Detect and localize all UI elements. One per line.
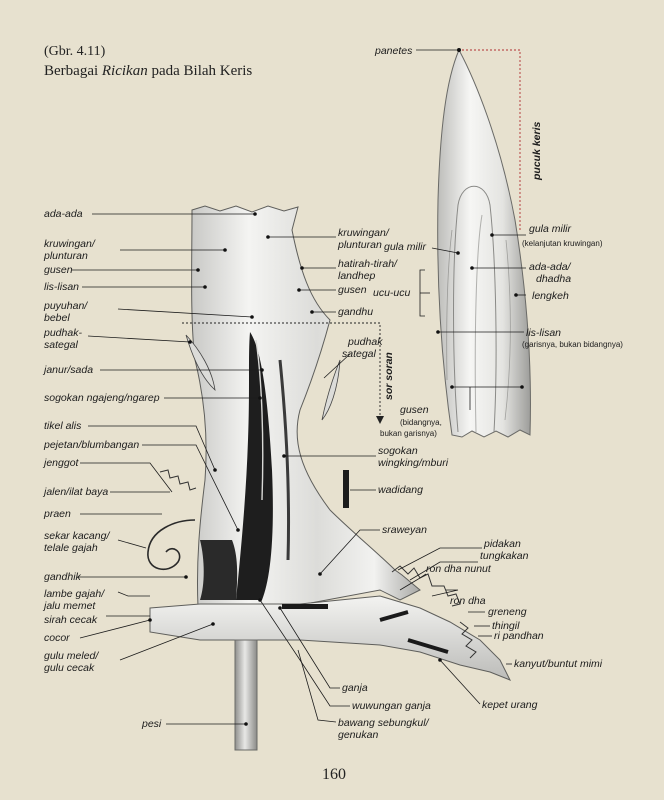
label-gulu-2: gulu cecak: [44, 662, 95, 674]
label-lis-lisan-right: lis-lisan: [526, 327, 561, 339]
label-sogokan-wingking-1: sogokan: [378, 445, 418, 457]
label-lis-lisan-left: lis-lisan: [44, 281, 79, 293]
label-sekar-1: sekar kacang/: [44, 530, 110, 542]
label-tungkakan: tungkakan: [480, 550, 529, 562]
labels: panetes pucuk keris gula milir (kelanjut…: [42, 45, 623, 741]
label-wuwungan: wuwungan ganja: [352, 700, 431, 712]
label-kruwingan-left-1: kruwingan/: [44, 238, 96, 250]
label-ron-dha-nunut: ron dha nunut: [426, 563, 492, 575]
label-gusen-mid: gusen: [338, 284, 367, 296]
tip-leader-lines: [416, 49, 526, 410]
label-janur: janur/sada: [42, 364, 93, 376]
label-ada-ada-dhadha: ada-ada/: [529, 261, 572, 273]
label-greneng: greneng: [488, 606, 527, 618]
label-pudhak-mid-1: pudhak: [347, 336, 383, 348]
label-sirah-cecak: sirah cecak: [44, 614, 98, 626]
title-italic: Ricikan: [101, 63, 148, 79]
page-number: 160: [322, 766, 346, 783]
ganja: [149, 595, 512, 681]
label-pudhak-1: pudhak-: [43, 327, 82, 339]
label-sekar-2: telale gajah: [44, 542, 98, 554]
label-sor-soran: sor soran: [383, 352, 395, 400]
label-jenggot: jenggot: [42, 457, 80, 469]
label-sogokan-wingking-2: wingking/mburi: [378, 457, 449, 469]
label-pudhak-mid-2: sategal: [342, 348, 377, 360]
label-gusen-right: gusen: [400, 404, 429, 416]
label-gusen-note-2: bukan garisnya): [380, 429, 437, 438]
label-jalen: jalen/ilat baya: [42, 486, 108, 498]
label-cocor: cocor: [44, 632, 70, 644]
title-part-2: pada Bilah Keris: [147, 63, 253, 79]
label-gusen-left: gusen: [44, 264, 73, 276]
blade-tip: [437, 48, 531, 438]
label-dhadha: dhadha: [536, 273, 571, 285]
label-lambe-2: jalu memet: [42, 600, 96, 612]
pesi-tang: [234, 639, 258, 751]
label-pejetan: pejetan/blumbangan: [43, 439, 139, 451]
figure-number: (Gbr. 4.11): [44, 44, 106, 59]
label-gula-milir-right: gula milir: [529, 223, 572, 235]
label-kanyut: kanyut/buntut mimi: [514, 658, 603, 670]
label-sraweyan: sraweyan: [382, 524, 427, 536]
label-kruwingan-left-2: plunturan: [43, 250, 88, 262]
label-kepet-urang: kepet urang: [482, 699, 538, 711]
label-ron-dha: ron dha: [450, 595, 486, 607]
label-puyuhan-1: puyuhan/: [43, 300, 88, 312]
label-kruwingan-mid-1: kruwingan/: [338, 227, 390, 239]
figure-title: Berbagai Ricikan pada Bilah Keris: [44, 63, 252, 80]
label-bawang-2: genukan: [338, 729, 378, 741]
label-hatirah-1: hatirah-tirah/: [338, 258, 398, 270]
label-gula-milir-left: gula milir: [384, 241, 427, 253]
label-gandhu: gandhu: [338, 306, 373, 318]
label-bawang-1: bawang sebungkul/: [338, 717, 430, 729]
label-pesi: pesi: [141, 718, 162, 730]
label-praen: praen: [43, 508, 71, 520]
label-sogokan-ngajeng: sogokan ngajeng/ngarep: [44, 392, 160, 404]
label-pudhak-2: sategal: [44, 339, 79, 351]
title-part-1: Berbagai: [44, 63, 102, 79]
label-tikel-alis: tikel alis: [44, 420, 82, 432]
label-hatirah-2: landhep: [338, 270, 376, 282]
label-pucuk-keris: pucuk keris: [531, 121, 543, 181]
label-ri-pandhan: ri pandhan: [494, 630, 544, 642]
label-ada-ada: ada-ada: [44, 208, 83, 220]
label-gulu-1: gulu meled/: [44, 650, 99, 662]
panetes-dot: [457, 48, 461, 52]
label-gusen-note-1: (bidangnya,: [400, 418, 442, 427]
label-pidakan: pidakan: [483, 538, 521, 550]
wadidang-mark: [343, 470, 349, 508]
label-thingil: thingil: [492, 620, 520, 632]
label-kruwingan-mid-2: plunturan: [337, 239, 382, 251]
label-kelanjutan: (kelanjutan kruwingan): [522, 239, 603, 248]
label-ganja: ganja: [342, 682, 368, 694]
leader-lines-right: [182, 49, 521, 723]
label-lis-lisan-note: (garisnya, bukan bidangnya): [522, 340, 623, 349]
label-wadidang: wadidang: [378, 484, 423, 496]
label-puyuhan-2: bebel: [44, 312, 70, 324]
label-ucu-ucu: ucu-ucu: [373, 287, 411, 299]
label-lambe-1: lambe gajah/: [44, 588, 105, 600]
label-gandhik: gandhik: [44, 571, 82, 583]
label-lengkeh: lengkeh: [532, 290, 569, 302]
leader-lines: [72, 212, 264, 726]
label-panetes: panetes: [374, 45, 413, 57]
